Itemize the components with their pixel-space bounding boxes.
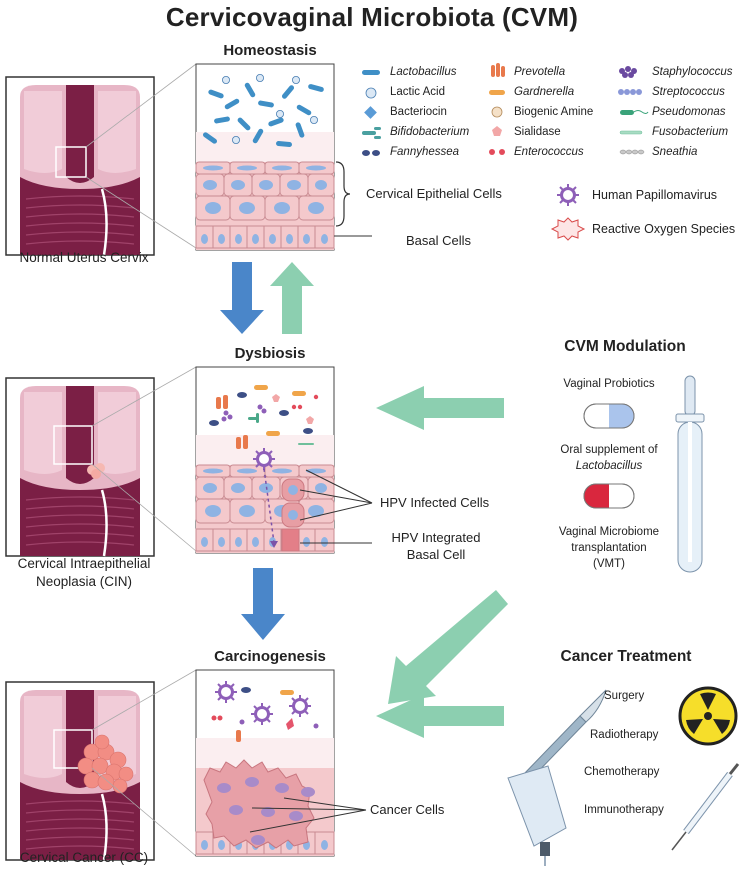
modulation-vmt-line3: (VMT)	[593, 558, 625, 570]
arrow-treatment-to-carcinogenesis	[376, 694, 504, 738]
label-hpv-integrated-line2: Basal Cell	[406, 547, 466, 562]
probiotic-capsule-red-icon	[583, 483, 635, 509]
arrow-up	[270, 262, 314, 334]
bacteriocin-icon	[364, 106, 377, 119]
pseudomonas-icon	[620, 110, 649, 115]
legend-icons	[362, 63, 649, 241]
modulation-oral-line1: Oral supplement of	[560, 444, 658, 456]
legend-enterococcus: Enterococcus	[514, 146, 584, 158]
dysbiosis-tissue-panel	[195, 366, 335, 554]
pathogen-cluster	[209, 385, 319, 449]
iv-bag-icon	[507, 765, 567, 866]
probiotic-capsule-blue-icon	[583, 403, 635, 429]
cervix-normal-image	[4, 75, 156, 257]
legend-column-3: Staphylococcus Streptococcus Pseudomonas…	[652, 62, 733, 162]
pointer-lines	[249, 469, 373, 833]
treatment-radiotherapy: Radiotherapy	[590, 729, 659, 741]
enterococcus-icon	[489, 149, 505, 155]
legend-staphylococcus: Staphylococcus	[652, 66, 733, 78]
treatment-immunotherapy: Immunotherapy	[584, 804, 664, 816]
figure-title: Cervicovaginal Microbiota (CVM)	[165, 2, 579, 32]
biogenic-amine-icon	[491, 106, 503, 118]
legend-lactic-acid: Lactic Acid	[390, 86, 445, 98]
legend-lactobacillus: Lactobacillus	[390, 66, 457, 78]
lactobacillus-icon	[362, 70, 380, 75]
legend-sneathia: Sneathia	[652, 146, 698, 158]
legend-sialidase: Sialidase	[514, 126, 561, 138]
ros-icon	[550, 217, 586, 241]
streptococcus-icon	[618, 89, 642, 95]
epithelial-bracket	[335, 161, 351, 227]
virus-cluster	[211, 680, 319, 742]
modulation-oral-line2: Lactobacillus	[575, 460, 643, 472]
arrow-down-2	[241, 568, 285, 640]
label-hpv-infected-cells: HPV Infected Cells	[380, 495, 490, 510]
treatment-chemotherapy: Chemotherapy	[584, 766, 660, 778]
sneathia-icon	[619, 149, 645, 155]
label-cancer-cells: Cancer Cells	[370, 802, 445, 817]
legend-fannyhessea: Fannyhessea	[390, 146, 460, 158]
label-cin-line2: Neoplasia (CIN)	[35, 574, 133, 589]
modulation-vmt-line2: transplantation	[571, 542, 647, 554]
arrow-modulation-to-carcinogenesis	[388, 590, 508, 704]
carcinogenesis-tissue-panel	[195, 669, 335, 857]
legend-hpv: Human Papillomavirus	[592, 188, 718, 202]
bifidobacterium-icon	[362, 127, 381, 139]
legend-pseudomonas: Pseudomonas	[652, 106, 726, 118]
modulation-probiotics: Vaginal Probiotics	[563, 378, 655, 390]
arrow-modulation-to-dysbiosis	[376, 386, 504, 430]
prevotella-icon	[491, 63, 505, 77]
label-cin-line1: Cervical Intraepithelial	[17, 556, 151, 571]
modulation-title: CVM Modulation	[564, 338, 686, 355]
legend-fusobacterium: Fusobacterium	[652, 126, 729, 138]
stage-title-homeostasis: Homeostasis	[223, 42, 317, 59]
stage-title-dysbiosis: Dysbiosis	[234, 345, 306, 362]
label-normal-cervix: Normal Uterus Cervix	[19, 250, 149, 265]
label-hpv-integrated-line1: HPV Integrated	[391, 530, 481, 545]
fusobacterium-icon	[619, 130, 643, 135]
label-basal-cells: Basal Cells	[406, 233, 472, 248]
modulation-vmt-line1: Vaginal Microbiome	[558, 526, 660, 538]
cancer-cell-mass	[203, 759, 315, 849]
legend-gardnerella: Gardnerella	[514, 86, 575, 98]
stage-title-carcinogenesis: Carcinogenesis	[214, 648, 326, 665]
hpv-path-arrow	[263, 468, 275, 544]
syringe-icon	[671, 763, 740, 851]
legend-ros: Reactive Oxygen Species	[592, 222, 736, 236]
gardnerella-icon	[489, 90, 505, 95]
lactic-acid-icon	[365, 87, 377, 99]
hpv-icon	[556, 183, 580, 207]
radiation-icon	[678, 686, 738, 746]
zoom-lines	[85, 63, 197, 857]
scalpel-icon	[521, 689, 607, 783]
sialidase-icon	[492, 126, 502, 136]
staphylococcus-icon	[619, 66, 637, 78]
hpv-virion	[252, 447, 276, 471]
treatment-title: Cancer Treatment	[560, 648, 692, 665]
legend-prevotella: Prevotella	[514, 66, 566, 78]
legend-column-2: Prevotella Gardnerella Biogenic Amine Si…	[514, 62, 593, 162]
arrow-down-1	[220, 262, 264, 334]
cervix-cancer-image	[4, 680, 156, 862]
label-cervical-cancer: Cervical Cancer (CC)	[19, 850, 149, 865]
treatment-surgery: Surgery	[604, 690, 645, 702]
vmt-applicator-icon	[675, 375, 705, 573]
cervix-cin-image	[4, 376, 156, 558]
tumor-mass	[77, 734, 134, 794]
legend-biogenic-amine: Biogenic Amine	[514, 106, 594, 118]
legend-column-1: Lactobacillus Lactic Acid Bacteriocin Bi…	[390, 62, 469, 162]
label-epithelial-cells: Cervical Epithelial Cells	[366, 186, 502, 201]
homeostasis-tissue-panel	[195, 63, 335, 251]
legend-bifidobacterium: Bifidobacterium	[390, 126, 470, 138]
legend-bacteriocin: Bacteriocin	[390, 106, 447, 118]
fannyhessea-icon	[362, 150, 380, 156]
legend-streptococcus: Streptococcus	[652, 86, 725, 98]
